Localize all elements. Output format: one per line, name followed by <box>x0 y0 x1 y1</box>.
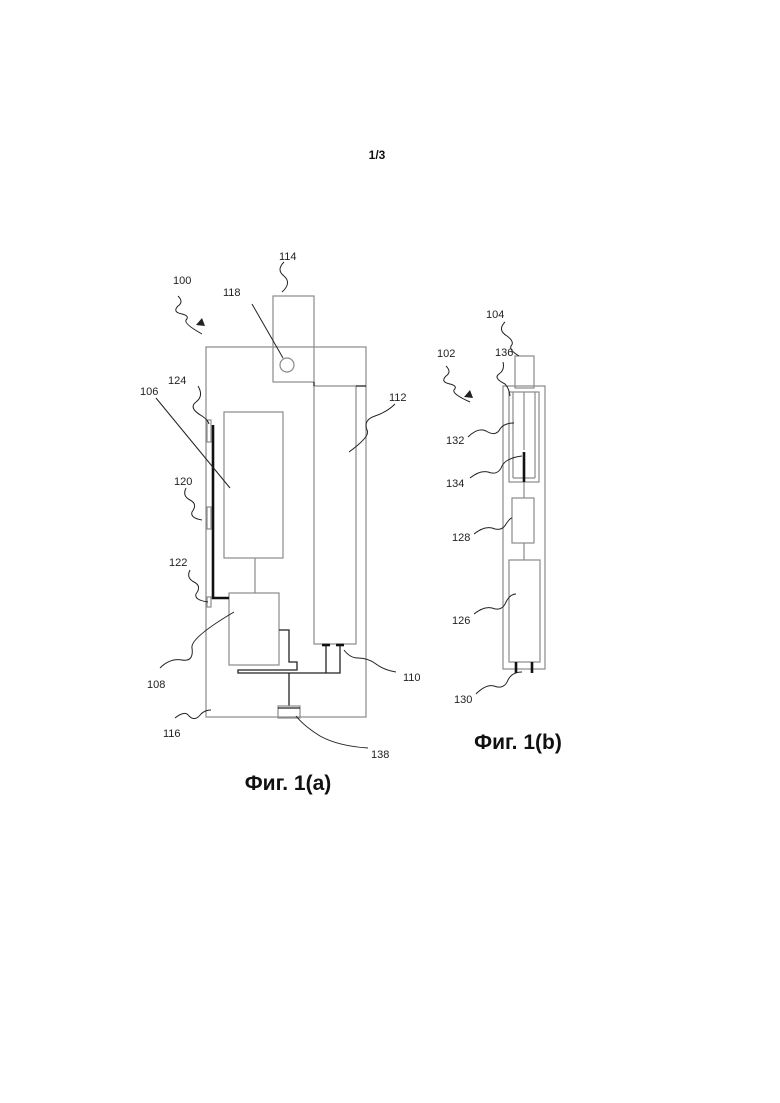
leader-100 <box>176 296 202 334</box>
label-120: 120 <box>174 476 192 488</box>
controller-wiring <box>238 630 340 673</box>
leader-122 <box>189 570 208 602</box>
label-130: 130 <box>454 694 472 706</box>
reservoir-outline <box>509 560 540 662</box>
leader-132 <box>468 423 514 437</box>
label-106: 106 <box>140 386 158 398</box>
label-126: 126 <box>452 615 470 627</box>
label-124: 124 <box>168 375 186 387</box>
leader-126 <box>474 594 516 614</box>
label-104: 104 <box>486 309 504 321</box>
label-134: 134 <box>446 478 464 490</box>
caption-fig-1b: Фиг. 1(b) <box>474 731 562 754</box>
arrow-102-head <box>464 390 473 398</box>
contact-wire <box>213 425 229 598</box>
label-138: 138 <box>371 749 389 761</box>
label-136: 136 <box>495 347 513 359</box>
leader-124 <box>193 386 209 424</box>
label-132: 132 <box>446 435 464 447</box>
leader-130 <box>476 672 522 694</box>
button-circle <box>280 358 294 372</box>
housing-outline <box>206 347 366 717</box>
leader-108 <box>160 612 234 668</box>
caption-fig-1a: Фиг. 1(a) <box>245 772 332 795</box>
module-outline <box>512 498 534 543</box>
leader-114 <box>280 262 288 292</box>
leader-118 <box>252 304 283 358</box>
leader-120 <box>185 488 202 520</box>
label-122: 122 <box>169 557 187 569</box>
controller-outline <box>229 593 279 665</box>
leader-138 <box>296 716 368 748</box>
channel-outline <box>314 386 356 644</box>
leader-106 <box>156 398 230 488</box>
label-100: 100 <box>173 275 191 287</box>
leader-110 <box>344 650 396 672</box>
battery-outline <box>224 412 283 558</box>
figure-1b: 104 102 136 132 134 128 126 130 Фиг. 1(b… <box>437 309 562 754</box>
page-number: 1/3 <box>369 148 386 162</box>
figure-1a: 100 114 118 112 106 124 120 122 108 110 … <box>140 251 421 795</box>
leader-128 <box>474 518 512 534</box>
mouthpiece-outline <box>515 356 534 388</box>
label-128: 128 <box>452 532 470 544</box>
label-114: 114 <box>279 251 297 263</box>
label-102: 102 <box>437 348 455 360</box>
cap-outline <box>273 296 314 382</box>
label-110: 110 <box>403 672 421 684</box>
label-108: 108 <box>147 679 165 691</box>
label-112: 112 <box>389 392 407 404</box>
label-118: 118 <box>223 287 241 299</box>
contact-mid-plate <box>207 507 211 529</box>
leader-134 <box>470 456 522 478</box>
label-116: 116 <box>163 728 181 740</box>
arrow-100-head <box>196 318 205 326</box>
